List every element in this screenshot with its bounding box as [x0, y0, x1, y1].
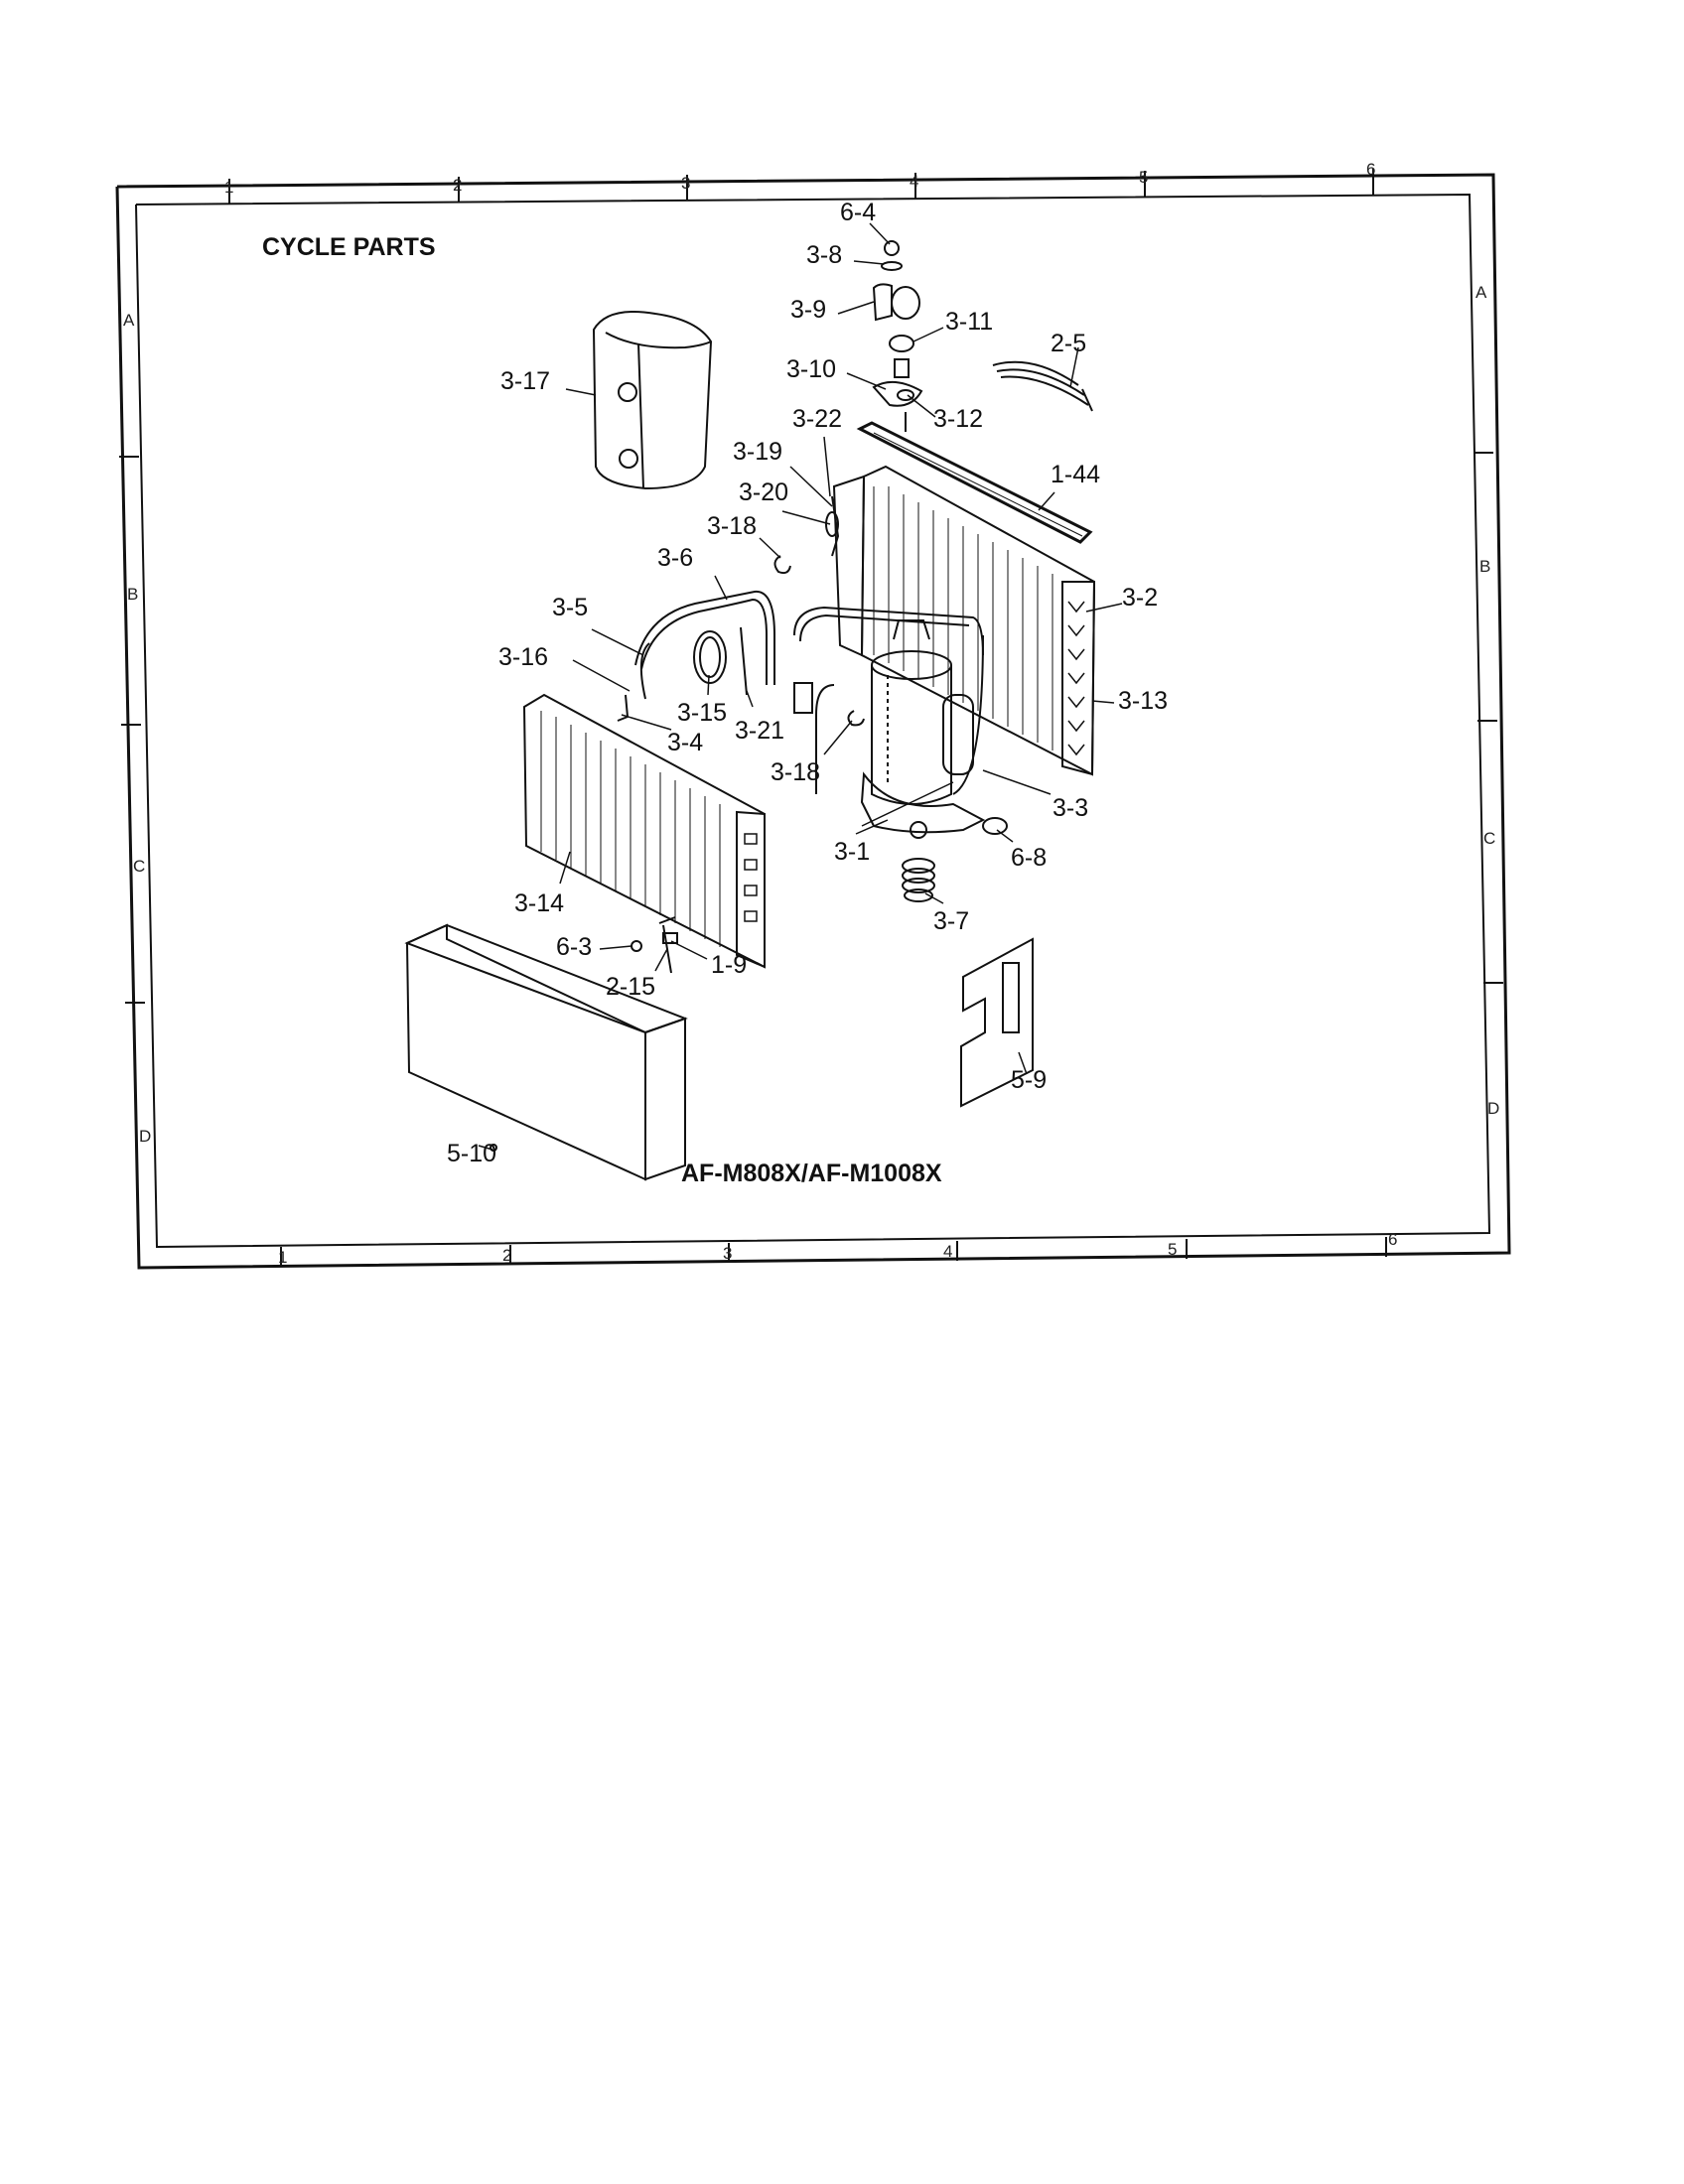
tube-3-3 [952, 634, 984, 795]
outer-border [115, 173, 1511, 1270]
fin-hooks-3-13 [1067, 601, 1085, 756]
grid-col-4-top: 4 [910, 172, 919, 191]
insulation-pad-5-9 [960, 937, 1034, 1108]
part-label-2-15: 2-15 [606, 973, 656, 1001]
part-label-3-12: 3-12 [933, 405, 984, 433]
grid-row-a-right: A [1475, 283, 1487, 302]
grid-row-d-left: D [139, 1127, 152, 1146]
shell-3-17 [592, 311, 713, 490]
part-label-3-3: 3-3 [1052, 794, 1089, 822]
coil-3-15 [693, 630, 727, 684]
grid-col-5-bottom: 5 [1168, 1240, 1178, 1259]
part-label-3-7: 3-7 [933, 907, 970, 935]
part-label-3-16: 3-16 [498, 643, 549, 671]
part-label-6-8: 6-8 [1011, 844, 1048, 872]
part-label-3-22: 3-22 [792, 405, 843, 433]
grid-row-d-right: D [1487, 1099, 1500, 1118]
leader-lines [478, 222, 1123, 1151]
grid-col-3-top: 3 [681, 174, 691, 193]
part-label-3-6: 3-6 [657, 544, 694, 572]
diagram-title: CYCLE PARTS [262, 233, 436, 261]
wire-harness-2-5 [992, 360, 1093, 412]
part-label-2-5: 2-5 [1051, 330, 1087, 357]
grid-col-6-bottom: 6 [1388, 1230, 1398, 1249]
part-label-3-19: 3-19 [733, 438, 783, 466]
part-label-3-8: 3-8 [806, 241, 843, 269]
grid-col-3-bottom: 3 [723, 1244, 733, 1263]
grid-col-2-top: 2 [453, 176, 463, 195]
sensor-assembly [631, 916, 678, 974]
clip-3-18-lower [847, 710, 865, 727]
part-label-6-4: 6-4 [840, 199, 877, 226]
part-label-3-5: 3-5 [552, 594, 589, 621]
pipe-3-19 [831, 495, 840, 557]
condenser-3-2 [832, 465, 1096, 776]
part-label-3-1: 3-1 [834, 838, 871, 866]
valve-assembly [872, 240, 923, 432]
grid-row-a-left: A [123, 311, 135, 330]
part-label-3-18-lower: 3-18 [771, 758, 821, 786]
part-label-1-9: 1-9 [711, 951, 748, 979]
clip-3-18-upper [773, 555, 791, 575]
grid-row-c-right: C [1483, 829, 1496, 848]
part-label-3-20: 3-20 [739, 478, 789, 506]
part-label-3-14: 3-14 [514, 889, 565, 917]
grid-row-b-left: B [127, 585, 139, 604]
part-label-3-9: 3-9 [790, 296, 827, 324]
evaporator-brackets [744, 833, 758, 922]
part-label-3-21: 3-21 [735, 717, 785, 745]
grid-col-5-top: 5 [1139, 168, 1149, 187]
front-panel-5-10 [404, 923, 688, 1181]
grid-row-b-right: B [1479, 557, 1491, 576]
grid-col-1-top: 1 [224, 178, 234, 197]
inner-border [135, 193, 1491, 1249]
grid-col-2-bottom: 2 [502, 1246, 512, 1265]
compressor-3-1 [860, 619, 986, 839]
evaporator-3-14 [522, 693, 766, 969]
part-label-3-17: 3-17 [500, 367, 551, 395]
part-label-1-44: 1-44 [1051, 461, 1101, 488]
foam-strip-1-44 [856, 421, 1093, 544]
part-label-3-10: 3-10 [786, 355, 837, 383]
part-label-6-3: 6-3 [556, 933, 593, 961]
part-label-5-9: 5-9 [1011, 1066, 1048, 1094]
grid-row-c-left: C [133, 857, 146, 876]
part-label-3-13: 3-13 [1118, 687, 1169, 715]
part-label-5-10: 5-10 [447, 1140, 497, 1167]
drier-3-21 [793, 682, 813, 714]
grid-col-1-bottom: 1 [278, 1248, 288, 1267]
grid-col-4-bottom: 4 [943, 1242, 953, 1261]
part-label-3-11: 3-11 [945, 308, 994, 336]
grid-col-6-top: 6 [1366, 160, 1376, 179]
part-label-3-15: 3-15 [677, 699, 728, 727]
part-label-3-18-upper: 3-18 [707, 512, 758, 540]
part-label-3-4: 3-4 [667, 729, 704, 756]
mount-3-7 [902, 858, 935, 902]
model-number: AF-M808X/AF-M1008X [681, 1160, 942, 1187]
cap-6-8 [982, 817, 1008, 835]
part-label-3-2: 3-2 [1122, 584, 1159, 612]
